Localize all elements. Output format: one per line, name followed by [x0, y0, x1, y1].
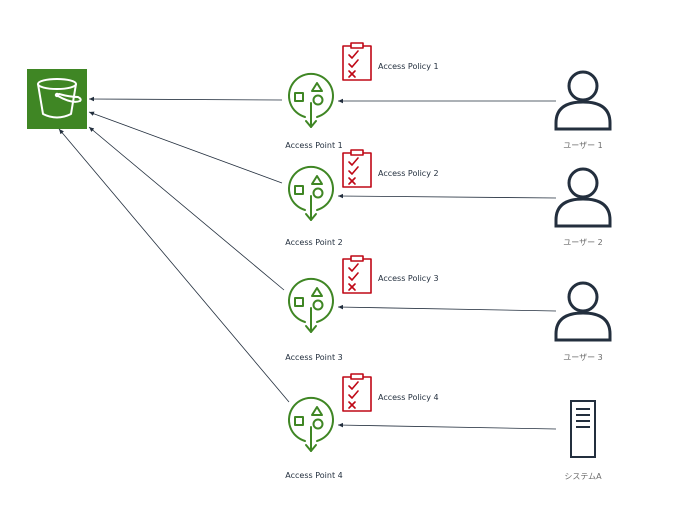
- user-label: ユーザー 2: [563, 238, 603, 247]
- user-icon: [554, 281, 612, 342]
- user-label: ユーザー 3: [563, 353, 603, 362]
- access-point-icon: [288, 165, 334, 221]
- access-policy-icon: [342, 42, 372, 81]
- arrow-system-to-ap4: [337, 422, 557, 430]
- access-point-label: Access Point 4: [285, 471, 343, 480]
- access-point-label: Access Point 2: [285, 238, 343, 247]
- access-policy-label: Access Policy 2: [378, 169, 439, 178]
- access-point-icon: [288, 72, 334, 128]
- ap-to-bucket-arrows: [58, 96, 290, 403]
- access-policy-icon: [342, 373, 372, 412]
- client-to-ap-arrows: [337, 98, 557, 430]
- arrow-user3-to-ap3: [337, 304, 557, 312]
- access-policy-icon: [342, 149, 372, 188]
- access-point-icon: [288, 396, 334, 452]
- access-policy-label: Access Policy 4: [378, 393, 439, 402]
- user-icon: [554, 167, 612, 228]
- arrow-ap1-to-bucket: [88, 96, 283, 102]
- access-policy-label: Access Policy 1: [378, 62, 439, 71]
- user-label: ユーザー 1: [563, 141, 603, 150]
- arrow-ap2-to-bucket: [88, 111, 283, 184]
- user-icon: [554, 70, 612, 131]
- access-policy-label: Access Policy 3: [378, 274, 439, 283]
- access-point-label: Access Point 1: [285, 141, 343, 150]
- system-label: システムA: [564, 472, 602, 481]
- arrow-user2-to-ap2: [337, 193, 557, 199]
- s3-bucket-icon: [27, 69, 87, 129]
- arrow-ap3-to-bucket: [88, 126, 285, 291]
- server-icon: [570, 400, 596, 458]
- access-point-label: Access Point 3: [285, 353, 343, 362]
- arrow-ap4-to-bucket: [58, 128, 290, 403]
- access-point-icon: [288, 277, 334, 333]
- access-policy-icon: [342, 255, 372, 294]
